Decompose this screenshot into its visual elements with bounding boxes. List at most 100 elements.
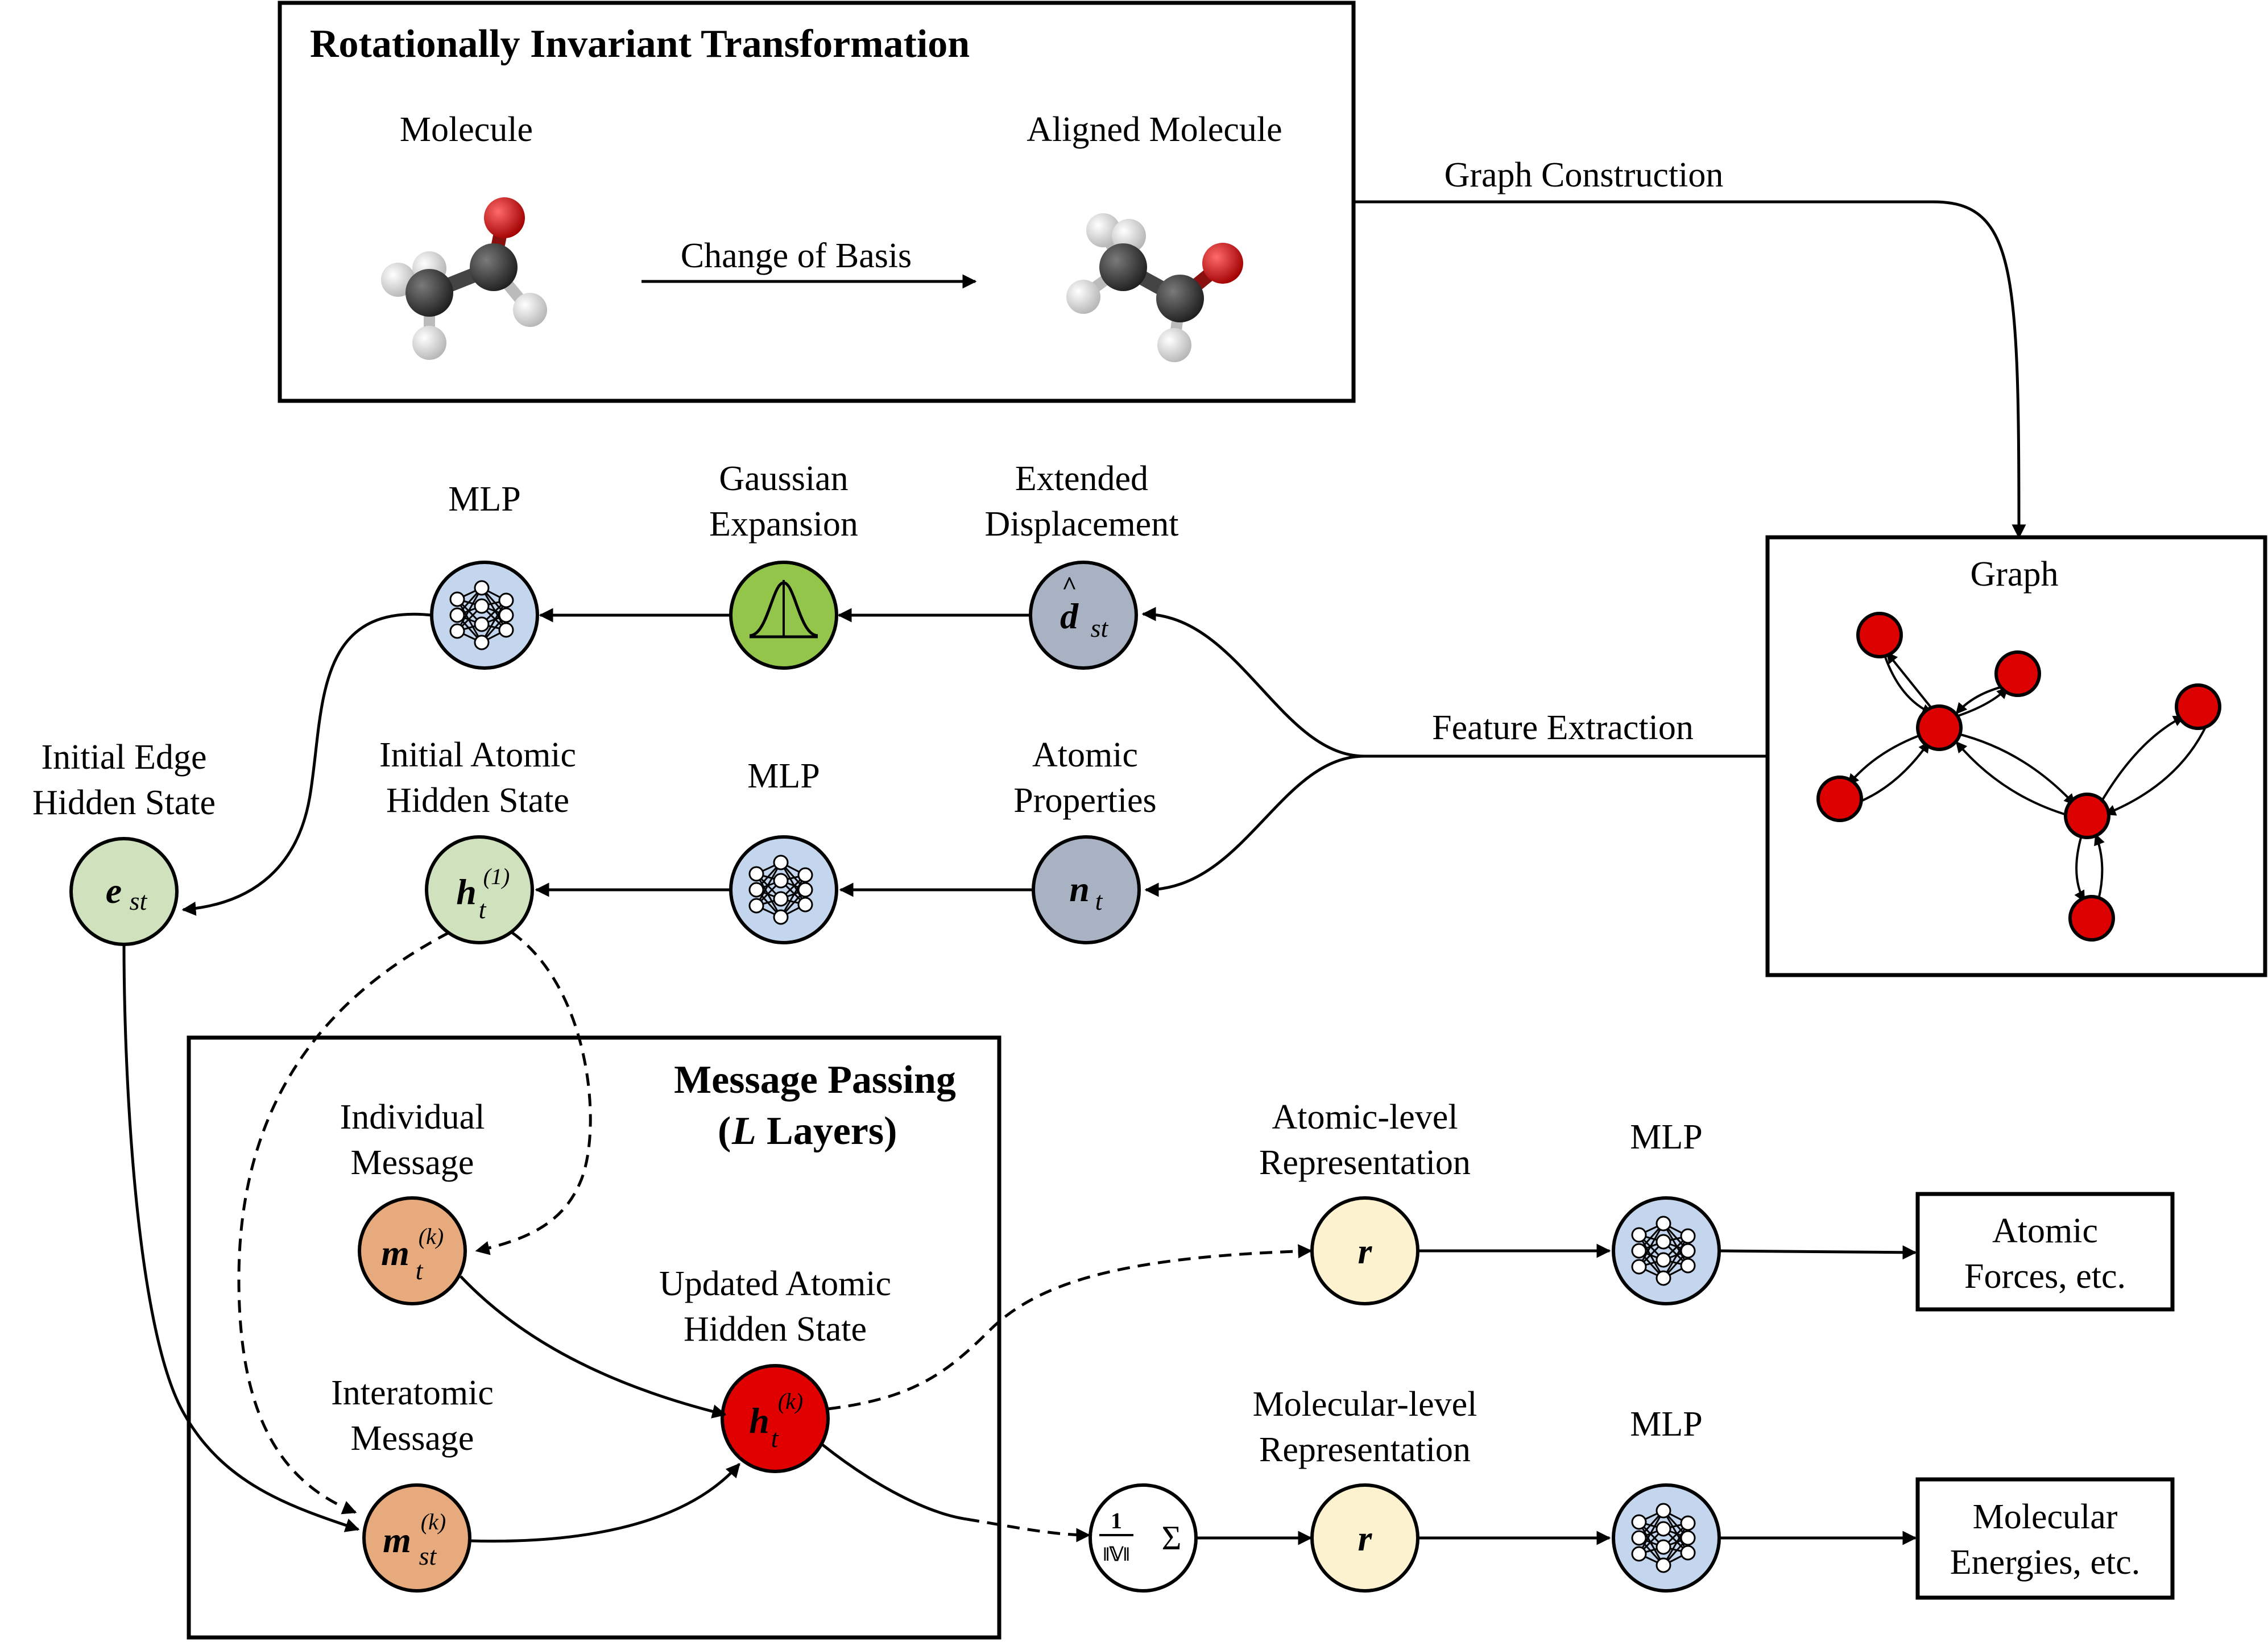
- network-neuron: [449, 591, 465, 607]
- network-neuron: [773, 855, 789, 870]
- network-neuron: [1656, 1503, 1671, 1519]
- network-neuron: [1680, 1530, 1696, 1546]
- forces-label-2: Forces, etc.: [1964, 1257, 2126, 1296]
- atom-mlp-node: [729, 835, 838, 944]
- updated-hidden-state-node: [721, 1364, 830, 1473]
- neural-network-icon: [1631, 1216, 1696, 1286]
- atomic-hidden-state-node: [425, 835, 534, 944]
- interatomic-label-2: Message: [351, 1419, 474, 1458]
- network-neuron: [474, 635, 490, 650]
- network-neuron: [1631, 1514, 1647, 1530]
- displacement-symbol: d: [1060, 596, 1079, 636]
- forces-box: [1915, 1192, 2175, 1312]
- rotation-invariant-box: Rotationally Invariant Transformation Mo…: [278, 1, 1356, 403]
- network-neuron: [1631, 1530, 1647, 1546]
- oxygen-atom: [484, 197, 525, 238]
- molecular-output-mlp-node: [1612, 1483, 1721, 1593]
- atomic-hidden-subscript: t: [479, 895, 487, 924]
- network-neuron: [474, 616, 490, 632]
- edge-mlp-label: MLP: [448, 480, 520, 519]
- network-neuron: [1656, 1539, 1671, 1555]
- initial-edge-label-1: Initial Edge: [42, 738, 207, 777]
- svg-text:^: ^: [1062, 571, 1077, 600]
- interatomic-label-1: Interatomic: [331, 1374, 494, 1412]
- message-box-subtitle: ( L Layers): [718, 1109, 897, 1153]
- extended-label-2: Displacement: [985, 505, 1179, 544]
- network-neuron: [449, 607, 465, 623]
- hydrogen-atom: [1066, 280, 1100, 314]
- network-neuron: [474, 580, 490, 596]
- updated-label-2: Hidden State: [684, 1310, 867, 1349]
- displacement-subscript: st: [1091, 613, 1109, 642]
- network-neuron: [1631, 1546, 1647, 1562]
- graph-node: [1994, 650, 2041, 697]
- molecular-rep-label-1: Molecular-level: [1253, 1385, 1477, 1424]
- individual-label-1: Individual: [340, 1098, 485, 1137]
- network-neuron: [1680, 1228, 1696, 1244]
- network-neuron: [797, 867, 813, 883]
- aligned-molecule-label: Aligned Molecule: [1027, 110, 1282, 149]
- atomic-hidden-superscript: (1): [483, 864, 510, 889]
- molecule-label: Molecule: [400, 110, 533, 149]
- initial-atomic-label-1: Initial Atomic: [379, 736, 576, 774]
- network-neuron: [797, 882, 813, 898]
- individual-message-node: [358, 1196, 467, 1305]
- edge-mlp-node: [430, 561, 539, 670]
- individual-message-symbol: m: [381, 1233, 409, 1273]
- network-neuron: [1656, 1216, 1671, 1232]
- hydrogen-atom: [513, 293, 547, 327]
- interatomic-message-node: [362, 1483, 471, 1593]
- network-neuron: [748, 866, 764, 882]
- displacement-node: [1029, 561, 1138, 670]
- message-passing-box: Message Passing ( L Layers): [187, 1035, 1001, 1640]
- molecule-model: [381, 197, 547, 360]
- change-of-basis-label: Change of Basis: [681, 237, 912, 275]
- atomic-mlp-label: MLP: [1630, 1118, 1702, 1156]
- network-neuron: [1656, 1234, 1671, 1250]
- edge-hidden-state-node: [69, 837, 179, 946]
- initial-atomic-label-2: Hidden State: [386, 781, 569, 820]
- atomic-rep-symbol: r: [1358, 1231, 1373, 1271]
- network-neuron: [1631, 1243, 1647, 1259]
- hydrogen-atom: [1157, 328, 1191, 362]
- pool-numerator: 1: [1111, 1508, 1122, 1533]
- network-neuron: [1656, 1557, 1671, 1573]
- to-displacement-arrow: [1141, 607, 1365, 758]
- network-neuron: [1680, 1515, 1696, 1531]
- atomic-rep-label-2: Representation: [1259, 1143, 1471, 1182]
- atomic-props-label-1: Atomic: [1032, 736, 1138, 774]
- network-neuron: [1680, 1243, 1696, 1259]
- network-neuron: [1656, 1521, 1671, 1537]
- molecular-rep-symbol: r: [1358, 1518, 1373, 1558]
- network-neuron: [773, 909, 789, 925]
- updated-label-1: Updated Atomic: [659, 1264, 891, 1303]
- graph-node: [2064, 793, 2110, 839]
- updated-hidden-symbol: h: [749, 1400, 769, 1441]
- network-neuron: [773, 891, 789, 907]
- gaussian-label-1: Gaussian: [719, 459, 848, 498]
- graph-nodes: [1816, 612, 2221, 942]
- svg-text:Layers): Layers): [767, 1109, 897, 1153]
- extended-label-1: Extended: [1015, 459, 1148, 498]
- neural-network-icon: [1631, 1503, 1696, 1573]
- energies-label-1: Molecular: [1973, 1498, 2118, 1536]
- atomic-to-individual-dashed-arrow: [475, 931, 592, 1255]
- pool-sum: Σ: [1162, 1519, 1182, 1557]
- individual-message-superscript: (k): [419, 1224, 444, 1249]
- pool-denominator: ‖𝕍‖: [1103, 1544, 1130, 1565]
- edge-hidden-subscript: st: [130, 886, 148, 915]
- carbon-atom: [1099, 243, 1147, 291]
- atomic-output-mlp-node: [1612, 1196, 1721, 1305]
- atomic-rep-label-1: Atomic-level: [1272, 1098, 1458, 1137]
- neural-network-icon: [449, 580, 514, 650]
- network-neuron: [1680, 1258, 1696, 1274]
- gaussian-label-2: Expansion: [709, 505, 858, 544]
- initial-edge-label-2: Hidden State: [32, 783, 216, 822]
- molecular-mlp-label: MLP: [1630, 1405, 1702, 1444]
- graph-node: [2175, 683, 2221, 730]
- individual-to-updated-arrow: [460, 1275, 727, 1419]
- network-neuron: [797, 897, 813, 913]
- edge-to-interatomic-arrow: [122, 944, 360, 1532]
- graph-box-border: [1765, 535, 2267, 977]
- mlp-to-forces-arrow: [1719, 1245, 1917, 1260]
